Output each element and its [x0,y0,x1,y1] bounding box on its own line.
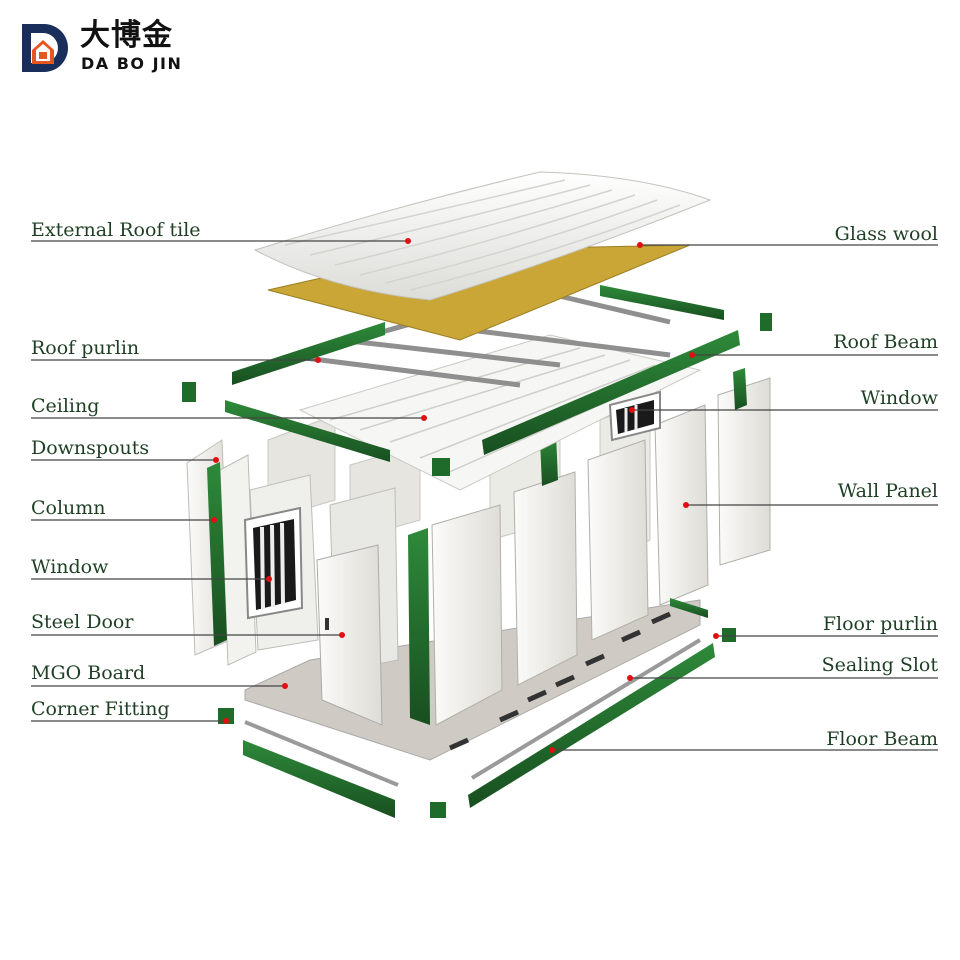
dabojin-logo-icon [22,24,68,72]
steel-door [316,487,399,726]
label-ceiling: Ceiling [31,395,100,417]
label-corner-fitting: Corner Fitting [31,698,170,720]
label-downspouts: Downspouts [31,437,150,459]
label-steel-door: Steel Door [31,611,134,633]
side-window [608,390,661,442]
brand-name-english: DA BO JIN [81,54,183,73]
roof-beams [182,285,772,476]
leader-lines [31,240,938,751]
label-window-right: Window [860,387,938,409]
label-roof-beam: Roof Beam [833,331,938,353]
label-sealing-slot: Sealing Slot [821,654,938,676]
label-roof-purlin: Roof purlin [31,337,140,359]
label-glass-wool: Glass wool [834,223,938,245]
column-left [207,462,227,646]
label-wall-panel: Wall Panel [837,480,938,502]
label-external-roof-tile: External Roof tile [31,219,201,241]
floor-purlins [448,611,672,751]
label-window-left: Window [31,556,109,578]
external-roof-tile [253,171,712,301]
floor-beams [243,598,715,818]
wall-panels-front [431,377,771,726]
label-floor-beam: Floor Beam [826,728,938,750]
corner-fittings [218,628,736,818]
label-mgo-board: MGO Board [31,662,146,684]
ceiling-panel [298,334,702,491]
sealing-slots [244,638,702,787]
front-window-wall [243,474,319,651]
label-floor-purlin: Floor purlin [822,613,938,635]
brand-name-chinese: 大博金 [80,18,173,53]
columns-front [408,368,747,725]
pointer-dots [211,238,719,753]
label-column: Column [31,497,106,519]
